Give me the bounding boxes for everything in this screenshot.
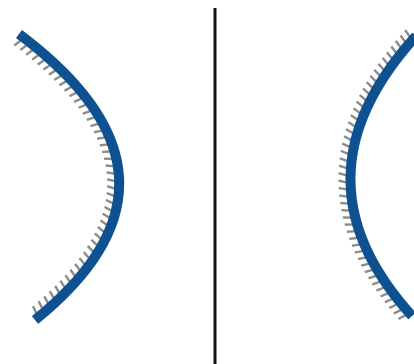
right-mirror-hatch-tick <box>349 238 357 239</box>
left-mirror-hatch-tick <box>107 172 115 173</box>
left-mirror-hatch-tick <box>106 166 114 167</box>
right-mirror-hatch-tick <box>358 257 366 259</box>
right-mirror-hatch-tick <box>355 251 363 253</box>
left-mirror-hatch-tick <box>97 137 105 138</box>
left-mirror-hatch-tick <box>100 144 108 145</box>
right-mirror-hatch-tick <box>347 231 355 232</box>
right-mirror-hatch-tick <box>352 245 360 246</box>
